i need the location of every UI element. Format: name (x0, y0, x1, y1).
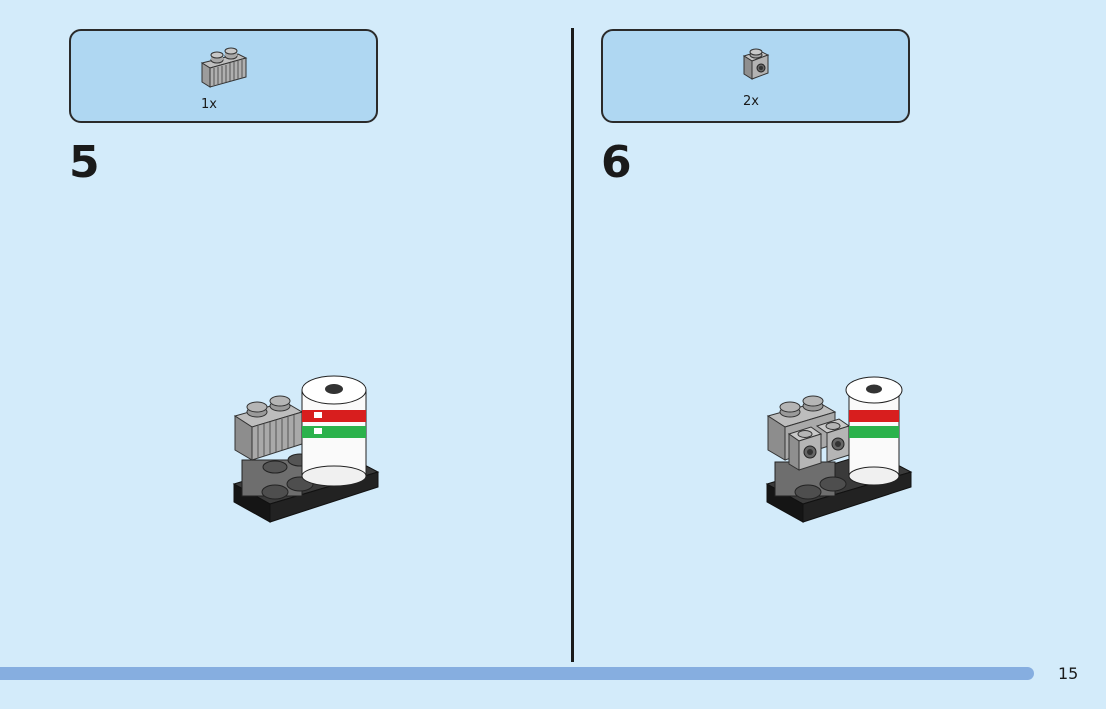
step-5: 1x 5 (69, 29, 380, 523)
step-number: 6 (601, 137, 632, 188)
parts-callout: 1x (69, 29, 378, 123)
model-assembly-illustration (232, 375, 380, 523)
step-6: 2x 6 (553, 0, 1106, 709)
part-quantity: 2x (743, 94, 759, 109)
progress-bar (0, 667, 1034, 680)
page-divider (571, 28, 574, 662)
step-number: 5 (69, 137, 100, 188)
grille-brick-1x2-icon (200, 47, 247, 88)
page-number: 15 (1058, 664, 1079, 683)
bracket-brick-1x1-icon (742, 48, 769, 80)
parts-callout: 2x (601, 29, 910, 123)
model-assembly-illustration (765, 376, 913, 523)
part-quantity: 1x (201, 97, 217, 112)
